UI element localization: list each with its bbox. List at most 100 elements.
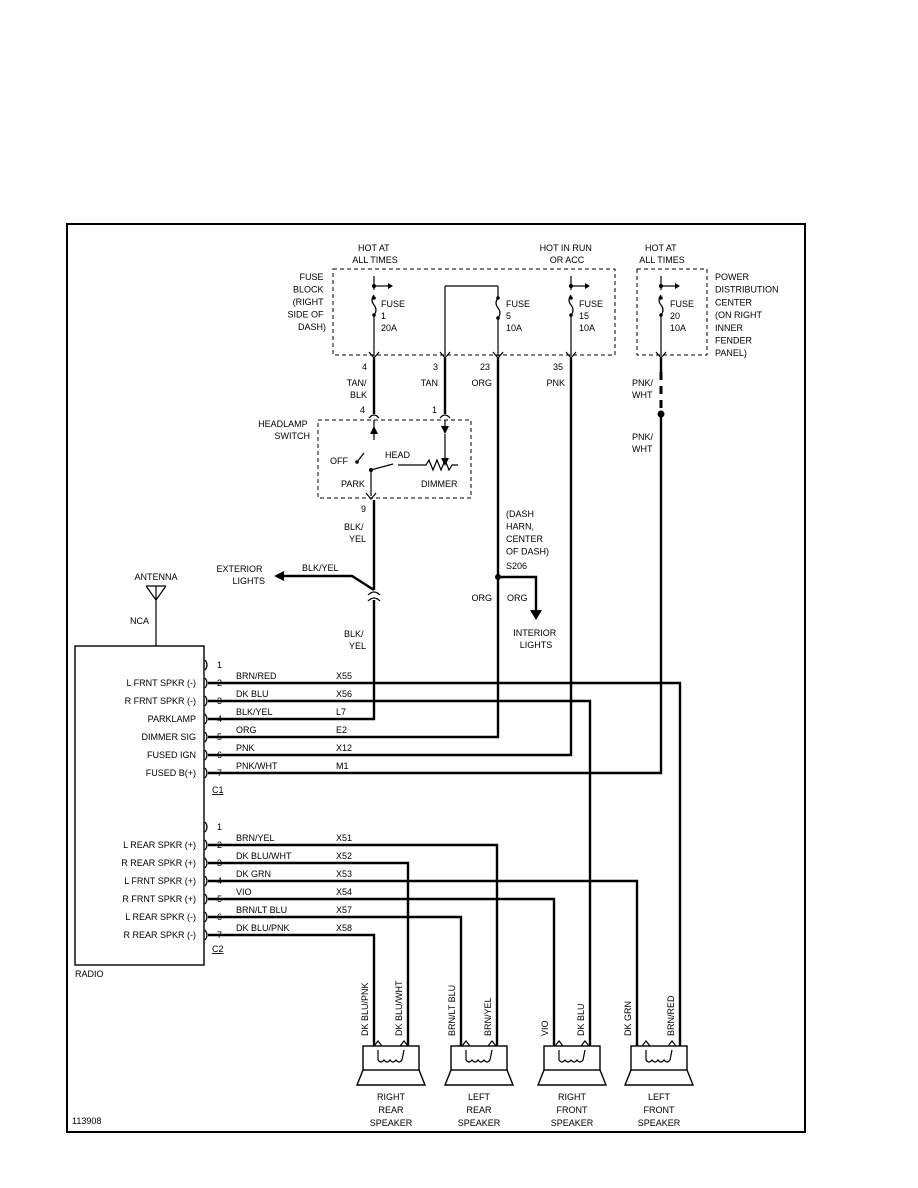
fuse-15 bbox=[568, 276, 590, 356]
speaker-coil-icon bbox=[465, 1049, 493, 1063]
c2-pin-4-wire-color: DK GRN bbox=[236, 869, 271, 879]
c1-pin-5-terminal bbox=[204, 731, 208, 743]
speaker-cone-icon bbox=[623, 1069, 695, 1086]
c2-pin-4-terminal bbox=[204, 875, 208, 887]
speaker-label: RIGHT bbox=[558, 1092, 587, 1102]
c1-pin-4-circuit: L7 bbox=[336, 707, 346, 717]
c1-pin-5-wire-color: ORG bbox=[236, 725, 257, 735]
switch-head: HEAD bbox=[385, 450, 411, 460]
c2-pin-6-circuit: X57 bbox=[336, 905, 352, 915]
c1-label: C1 bbox=[212, 785, 224, 795]
speaker-body bbox=[543, 1045, 601, 1071]
wire-org-right: ORG bbox=[507, 593, 528, 603]
c2-pin-2-terminal bbox=[204, 839, 208, 851]
splice-id: S206 bbox=[506, 561, 527, 571]
c2-pin-2-function: L REAR SPKR (+) bbox=[123, 840, 196, 850]
hs-cavity-9: 9 bbox=[361, 504, 366, 514]
radio-label: RADIO bbox=[75, 969, 104, 979]
c1-pin-7-terminal bbox=[204, 767, 208, 779]
figure-id: 113908 bbox=[72, 1116, 101, 1126]
fuse-1-rating: FUSE 1 20A bbox=[381, 299, 408, 333]
speaker-body bbox=[630, 1045, 688, 1071]
fuse-20 bbox=[658, 276, 680, 356]
radio-box bbox=[74, 645, 205, 966]
speaker-label: SPEAKER bbox=[458, 1118, 501, 1128]
c1-pin-5-circuit: E2 bbox=[336, 725, 347, 735]
pdc-box bbox=[636, 268, 708, 356]
speaker-coil-icon bbox=[377, 1049, 405, 1063]
c1-pin-2-circuit: X55 bbox=[336, 671, 352, 681]
hot-at-all-times-1-label: HOT AT ALL TIMES bbox=[352, 243, 398, 265]
c2-pin-4-circuit: X53 bbox=[336, 869, 352, 879]
c1-pin-6-wire-color: PNK bbox=[236, 743, 255, 753]
wire-tan: TAN bbox=[421, 378, 438, 388]
speaker-wire-label: DK BLU bbox=[576, 1003, 586, 1036]
antenna-icon bbox=[145, 585, 167, 646]
fuse-5 bbox=[444, 285, 501, 356]
fuse-15-rating: FUSE 15 10A bbox=[579, 299, 606, 333]
speaker-label: REAR bbox=[378, 1105, 404, 1115]
cavity-4: 4 bbox=[362, 362, 367, 372]
c2-pin-5-circuit: X54 bbox=[336, 887, 352, 897]
c1-pin-2-terminal bbox=[204, 677, 208, 689]
c1-pin-4-function: PARKLAMP bbox=[148, 714, 196, 724]
speaker-label: REAR bbox=[466, 1105, 492, 1115]
diagram-frame bbox=[66, 223, 806, 1133]
c1-pin-5-function: DIMMER SIG bbox=[141, 732, 196, 742]
speaker-body bbox=[450, 1045, 508, 1071]
splice-location: (DASH HARN, CENTER OF DASH) bbox=[506, 509, 549, 557]
speaker-body bbox=[362, 1045, 420, 1071]
wire-blk-yel-1: BLK/ YEL bbox=[344, 522, 366, 544]
speaker-label: LEFT bbox=[648, 1092, 671, 1102]
speaker-label: LEFT bbox=[468, 1092, 491, 1102]
c1-pin-3-function: R FRNT SPKR (-) bbox=[125, 696, 196, 706]
speaker-terminal bbox=[461, 1040, 471, 1047]
speaker: LEFT REAR SPEAKER bbox=[443, 1040, 515, 1128]
speaker-wire-label: DK BLU/WHT bbox=[394, 980, 404, 1036]
c2-pin-3-function: R REAR SPKR (+) bbox=[121, 858, 196, 868]
speaker-label: SPEAKER bbox=[638, 1118, 681, 1128]
speaker-terminal bbox=[641, 1040, 651, 1047]
wire-tan-blk: TAN/ BLK bbox=[347, 378, 369, 400]
c1-pin-7-wire-color: PNK/WHT bbox=[236, 761, 278, 771]
speaker-wire-label: DK BLU/PNK bbox=[360, 982, 370, 1036]
c1-pin-3-terminal bbox=[204, 695, 208, 707]
c2-harness bbox=[208, 843, 639, 1046]
switch-park: PARK bbox=[341, 479, 365, 489]
c2-label: C2 bbox=[212, 944, 224, 954]
speaker-wire-label: BRN/RED bbox=[666, 995, 676, 1036]
c2-pin-6-wire-color: BRN/LT BLU bbox=[236, 905, 287, 915]
c1-pin-6-function: FUSED IGN bbox=[147, 750, 196, 760]
speakers: RIGHT REAR SPEAKER LEFT REAR SPEAKER RIGHTFRON… bbox=[355, 1040, 695, 1128]
hs-cavity-1: 1 bbox=[432, 405, 437, 415]
c1-pin-2-function: L FRNT SPKR (-) bbox=[126, 678, 196, 688]
fuse-block-box bbox=[332, 268, 616, 356]
c1-pin-7-function: FUSED B(+) bbox=[146, 768, 196, 778]
c2-pin-5-wire-color: VIO bbox=[236, 887, 252, 897]
c2-pin-2-wire-color: BRN/YEL bbox=[236, 833, 275, 843]
c2-pin-7-terminal bbox=[204, 929, 208, 941]
c2-pin-7-function: R REAR SPKR (-) bbox=[123, 930, 196, 940]
c2-pin-3-terminal bbox=[204, 857, 208, 869]
c1-pin-1-terminal bbox=[204, 659, 208, 671]
speaker-terminal bbox=[399, 1040, 409, 1047]
speaker-coil-icon bbox=[645, 1049, 673, 1063]
pdc-label: POWER DISTRIBUTION CENTER (ON RIGHT INNE… bbox=[715, 272, 781, 358]
switch-off: OFF bbox=[330, 456, 348, 466]
hot-at-all-times-2-label: HOT AT ALL TIMES bbox=[639, 243, 685, 265]
wire-blk-yel-ext: BLK/YEL bbox=[302, 563, 339, 573]
wire-pnk-wht-1: PNK/ WHT bbox=[632, 378, 656, 400]
speaker-label: FRONT bbox=[644, 1105, 675, 1115]
c2-pin-2-circuit: X51 bbox=[336, 833, 352, 843]
c2-pin-5-terminal bbox=[204, 893, 208, 905]
headlamp-switch-contacts bbox=[355, 420, 458, 500]
antenna-nca: NCA bbox=[130, 616, 149, 626]
c1-pin-6-circuit: X12 bbox=[336, 743, 352, 753]
cavity-35: 35 bbox=[553, 362, 563, 372]
speaker-terminal bbox=[487, 1040, 497, 1047]
speaker-terminal bbox=[667, 1040, 677, 1047]
c2-pin-7-circuit: X58 bbox=[336, 923, 352, 933]
